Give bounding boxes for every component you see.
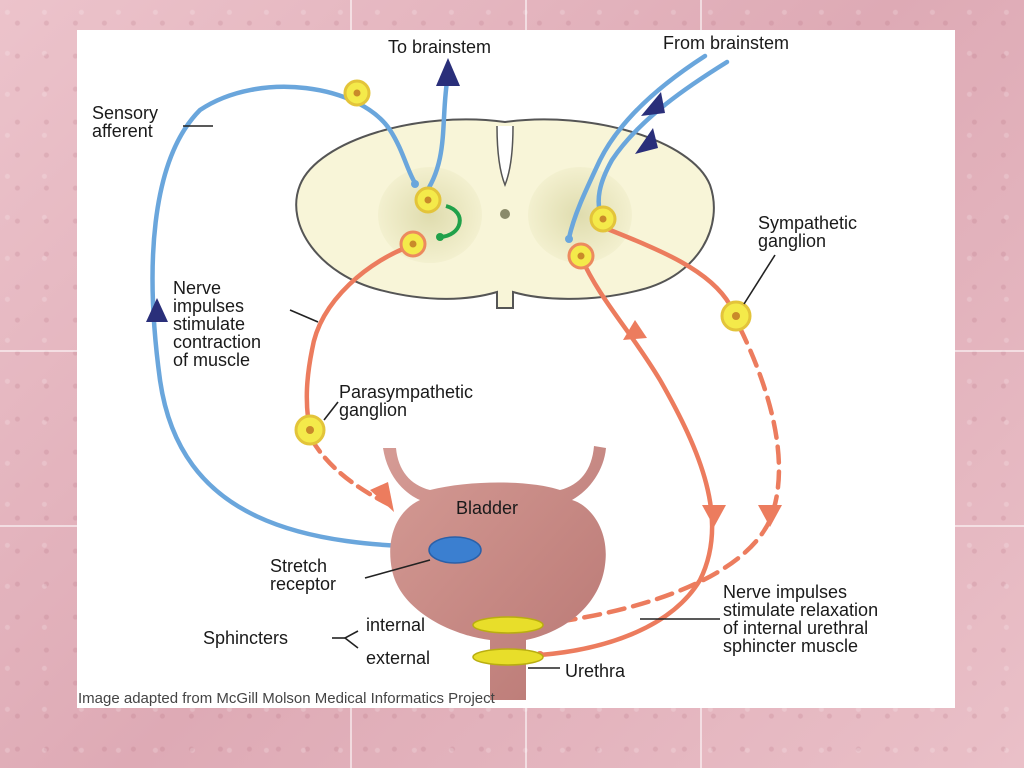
external-sphincter (472, 648, 544, 666)
sensory-afferent-pathway (150, 53, 730, 550)
sensory-afferent-label: Sensory afferent (92, 103, 159, 141)
ganglia (294, 79, 752, 446)
stretch-receptor-label: Stretch receptor (270, 556, 337, 594)
parasympathetic-ganglion-label: Parasympathetic ganglion (339, 382, 474, 420)
arrow-down-icon (758, 505, 782, 527)
arrow-down-icon (635, 128, 658, 154)
to-brainstem-label: To brainstem (388, 37, 492, 57)
from-brainstem-label: From brainstem (663, 33, 790, 53)
sphincters-label: Sphincters (203, 628, 289, 648)
bladder-label: Bladder (456, 498, 519, 518)
stretch-receptor (428, 536, 482, 564)
bladder (383, 446, 606, 700)
arrow-up-icon (146, 298, 168, 322)
image-credit-caption: Image adapted from McGill Molson Medical… (78, 690, 495, 707)
arrow-down-icon (702, 505, 726, 527)
leader-lines (183, 125, 776, 669)
sympathetic-ganglion-label: Sympathetic ganglion (758, 213, 858, 251)
arrow-down-icon (623, 320, 647, 340)
interneuron (439, 204, 462, 239)
internal-sphincter-label: internal (366, 615, 426, 635)
contraction-impulses-label: Nerve impulses stimulate contraction of … (173, 278, 262, 370)
relaxation-impulses-label: Nerve impulses stimulate relaxation of i… (723, 582, 879, 656)
arrow-down-icon (370, 482, 394, 512)
external-sphincter-label: external (366, 648, 431, 668)
internal-sphincter (472, 616, 544, 634)
arrow-down-icon (641, 92, 665, 116)
arrow-up-icon (436, 58, 460, 86)
urethra-label: Urethra (565, 661, 626, 681)
